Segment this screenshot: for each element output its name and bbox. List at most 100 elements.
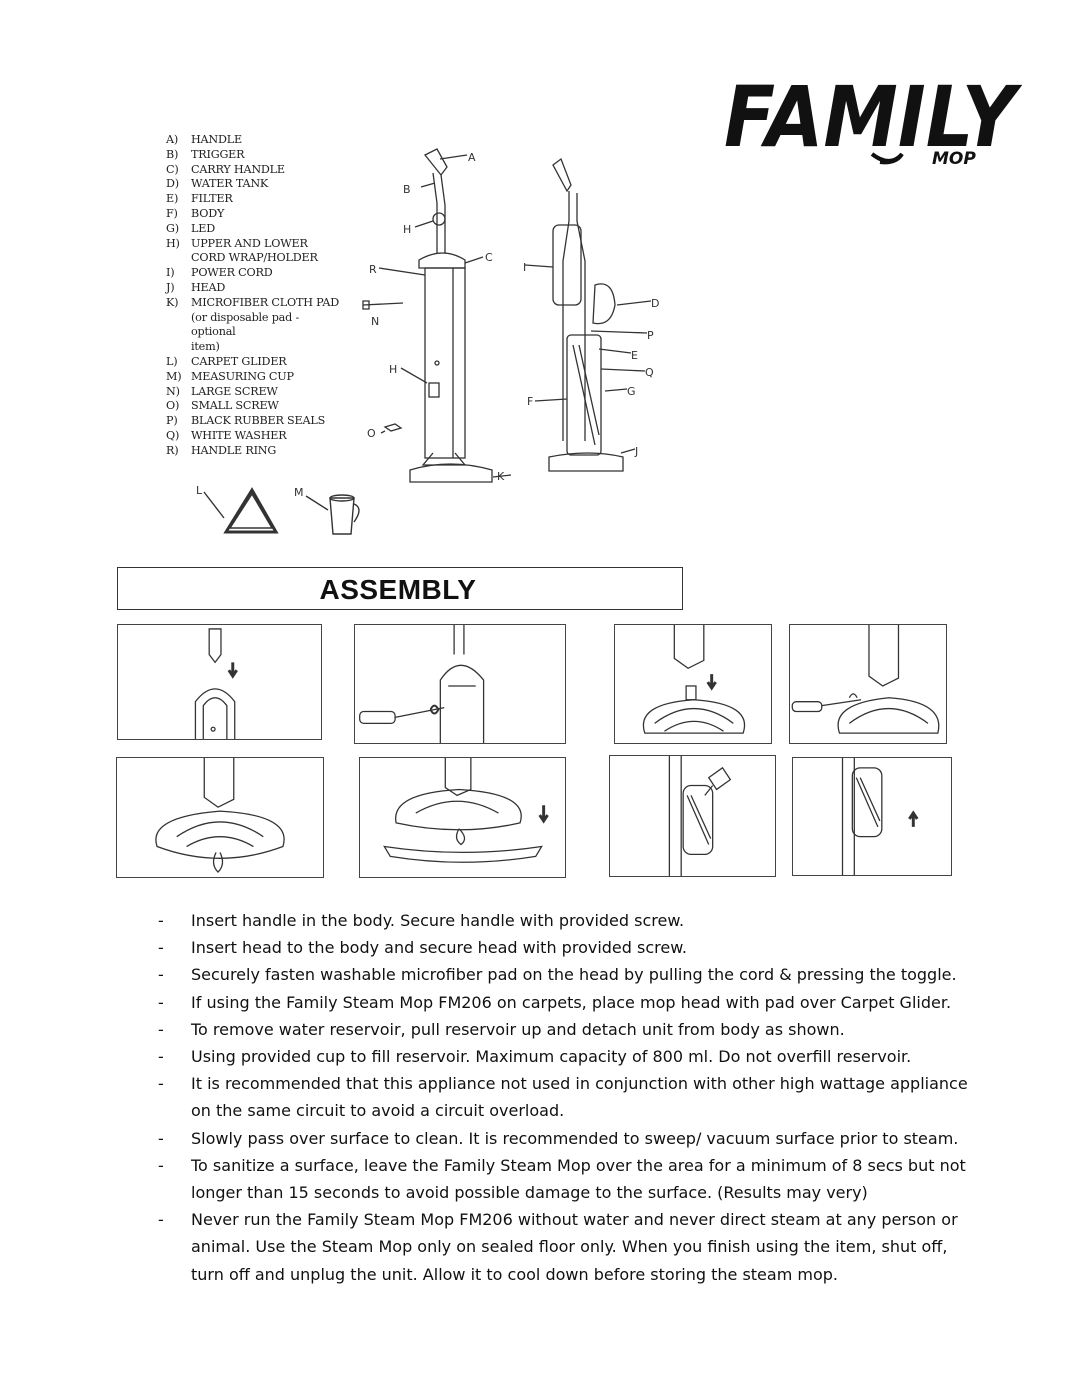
parts-list-item: M) MEASURING CUP xyxy=(166,370,341,385)
callout-r: R xyxy=(369,263,377,276)
part-key: L) xyxy=(166,354,178,368)
parts-list-item: G) LED xyxy=(166,222,341,237)
part-label: POWER CORD xyxy=(191,266,273,280)
bullet-dash: - xyxy=(158,1047,164,1067)
bullet-dash: - xyxy=(158,938,164,958)
bullet-dash: - xyxy=(158,992,164,1012)
mop-parts-diagram: A B C H R N H O K I D P E Q G F J xyxy=(355,135,675,495)
bullet-dash: - xyxy=(158,1210,164,1230)
callout-g: G xyxy=(627,385,636,398)
parts-list-item: A) HANDLE xyxy=(166,133,341,148)
assembly-banner: ASSEMBLY xyxy=(117,567,683,610)
parts-list: A) HANDLE B)TRIGGER C) CARRY HANDLE D)WATE… xyxy=(166,133,341,459)
parts-list-item: J) HEAD xyxy=(166,281,341,296)
part-label: HEAD xyxy=(191,280,226,294)
callout-l: L xyxy=(196,484,203,497)
step-illustration-remove-reservoir xyxy=(609,755,776,877)
part-key: C) xyxy=(166,162,179,176)
part-label: MEASURING CUP xyxy=(191,369,294,383)
callout-k: K xyxy=(497,470,505,483)
part-label: CARPET GLIDER xyxy=(191,354,287,368)
section-title: ASSEMBLY xyxy=(319,574,477,605)
instruction-text: Never run the Family Steam Mop FM206 wit… xyxy=(191,1210,958,1284)
callout-p: P xyxy=(647,329,654,342)
part-label: HANDLE RING xyxy=(191,443,277,457)
part-key: B) xyxy=(166,147,179,161)
callout-d: D xyxy=(651,297,659,310)
part-label: MICROFIBER CLOTH PAD (or disposable pad … xyxy=(191,295,340,354)
part-key: P) xyxy=(166,414,178,428)
parts-list-item: O) SMALL SCREW xyxy=(166,399,341,414)
list-item: - To sanitize a surface, leave the Family… xyxy=(158,1152,968,1206)
accessories-diagram: L M xyxy=(190,478,375,544)
logo-word: FAMILY xyxy=(724,68,1022,166)
part-key: M) xyxy=(166,369,182,383)
part-label: LED xyxy=(191,221,215,235)
family-mop-logo: FAMILY MOP xyxy=(724,68,1022,169)
part-key: F) xyxy=(166,206,178,220)
callout-q: Q xyxy=(645,366,654,379)
list-item: -It is recommended that this appliance n… xyxy=(158,1070,968,1124)
carpet-glider-icon xyxy=(223,487,279,534)
step-illustration-screw-handle xyxy=(354,624,566,744)
step-illustration-fasten-pad xyxy=(116,757,324,878)
part-key: Q) xyxy=(166,428,180,442)
bullet-dash: - xyxy=(158,911,164,930)
part-label: SMALL SCREW xyxy=(191,399,279,413)
list-item: -To remove water reservoir, pull reservo… xyxy=(158,1016,968,1043)
list-item: -Slowly pass over surface to clean. It i… xyxy=(158,1125,968,1152)
part-label: CARRY HANDLE xyxy=(191,162,285,176)
callout-h-upper: H xyxy=(403,223,411,236)
callout-o: O xyxy=(367,427,376,440)
callout-j: J xyxy=(634,445,638,458)
brand-logo: FAMILY MOP xyxy=(722,58,1022,178)
parts-list-item: B)TRIGGER xyxy=(166,148,341,163)
part-key: R) xyxy=(166,443,179,457)
part-key: N) xyxy=(166,384,180,398)
assembly-instructions: -Insert handle in the body. Secure handl… xyxy=(158,907,968,1288)
callout-e: E xyxy=(631,349,638,362)
logo-sub: MOP xyxy=(932,149,976,169)
part-key: O) xyxy=(166,399,180,413)
list-item: -Insert handle in the body. Secure handl… xyxy=(158,907,968,934)
part-label: WATER TANK xyxy=(191,177,269,191)
part-label: LARGE SCREW xyxy=(191,384,278,398)
part-key: K) xyxy=(166,295,179,309)
bullet-dash: - xyxy=(158,1155,164,1175)
parts-list-item: C) CARRY HANDLE xyxy=(166,163,341,178)
bullet-dash: - xyxy=(158,965,164,985)
part-key: J) xyxy=(166,280,175,294)
instruction-text: Slowly pass over surface to clean. It is… xyxy=(191,1128,959,1148)
parts-list-item: E) FILTER xyxy=(166,192,341,207)
instruction-text: Securely fasten washable microfiber pad … xyxy=(191,965,957,985)
callout-i: I xyxy=(523,261,526,274)
instruction-text: Insert head to the body and secure head … xyxy=(191,938,687,958)
bullet-dash: - xyxy=(158,1074,164,1094)
part-key: G) xyxy=(166,221,179,235)
part-label: HANDLE xyxy=(191,133,242,146)
part-label: UPPER AND LOWER CORD WRAP/HOLDER xyxy=(191,236,318,265)
part-key: I) xyxy=(166,266,175,280)
instruction-text: If using the Family Steam Mop FM206 on c… xyxy=(191,992,952,1012)
callout-m: M xyxy=(294,486,304,499)
parts-list-item: D)WATER TANK xyxy=(166,177,341,192)
instruction-text: To sanitize a surface, leave the Family … xyxy=(191,1155,966,1203)
parts-list-item: I) POWER CORD xyxy=(166,266,341,281)
parts-list-item: P) BLACK RUBBER SEALS xyxy=(166,414,341,429)
callout-f: F xyxy=(527,395,533,408)
callout-a: A xyxy=(468,151,476,164)
step-illustration-attach-reservoir xyxy=(792,757,952,876)
callout-n: N xyxy=(371,315,379,328)
parts-list-item: R) HANDLE RING xyxy=(166,444,341,459)
part-label: FILTER xyxy=(191,192,233,206)
list-item: - Never run the Family Steam Mop FM206 wi… xyxy=(158,1206,968,1288)
part-key: E) xyxy=(166,192,179,206)
instruction-text: To remove water reservoir, pull reservoi… xyxy=(191,1019,845,1039)
list-item: - Securely fasten washable microfiber pad… xyxy=(158,961,968,988)
part-key: A) xyxy=(166,133,179,146)
part-label: BLACK RUBBER SEALS xyxy=(191,414,326,428)
part-key: H) xyxy=(166,236,180,250)
parts-list-item: N) LARGE SCREW xyxy=(166,385,341,400)
measuring-cup-icon xyxy=(329,497,360,535)
callout-b: B xyxy=(403,183,411,196)
